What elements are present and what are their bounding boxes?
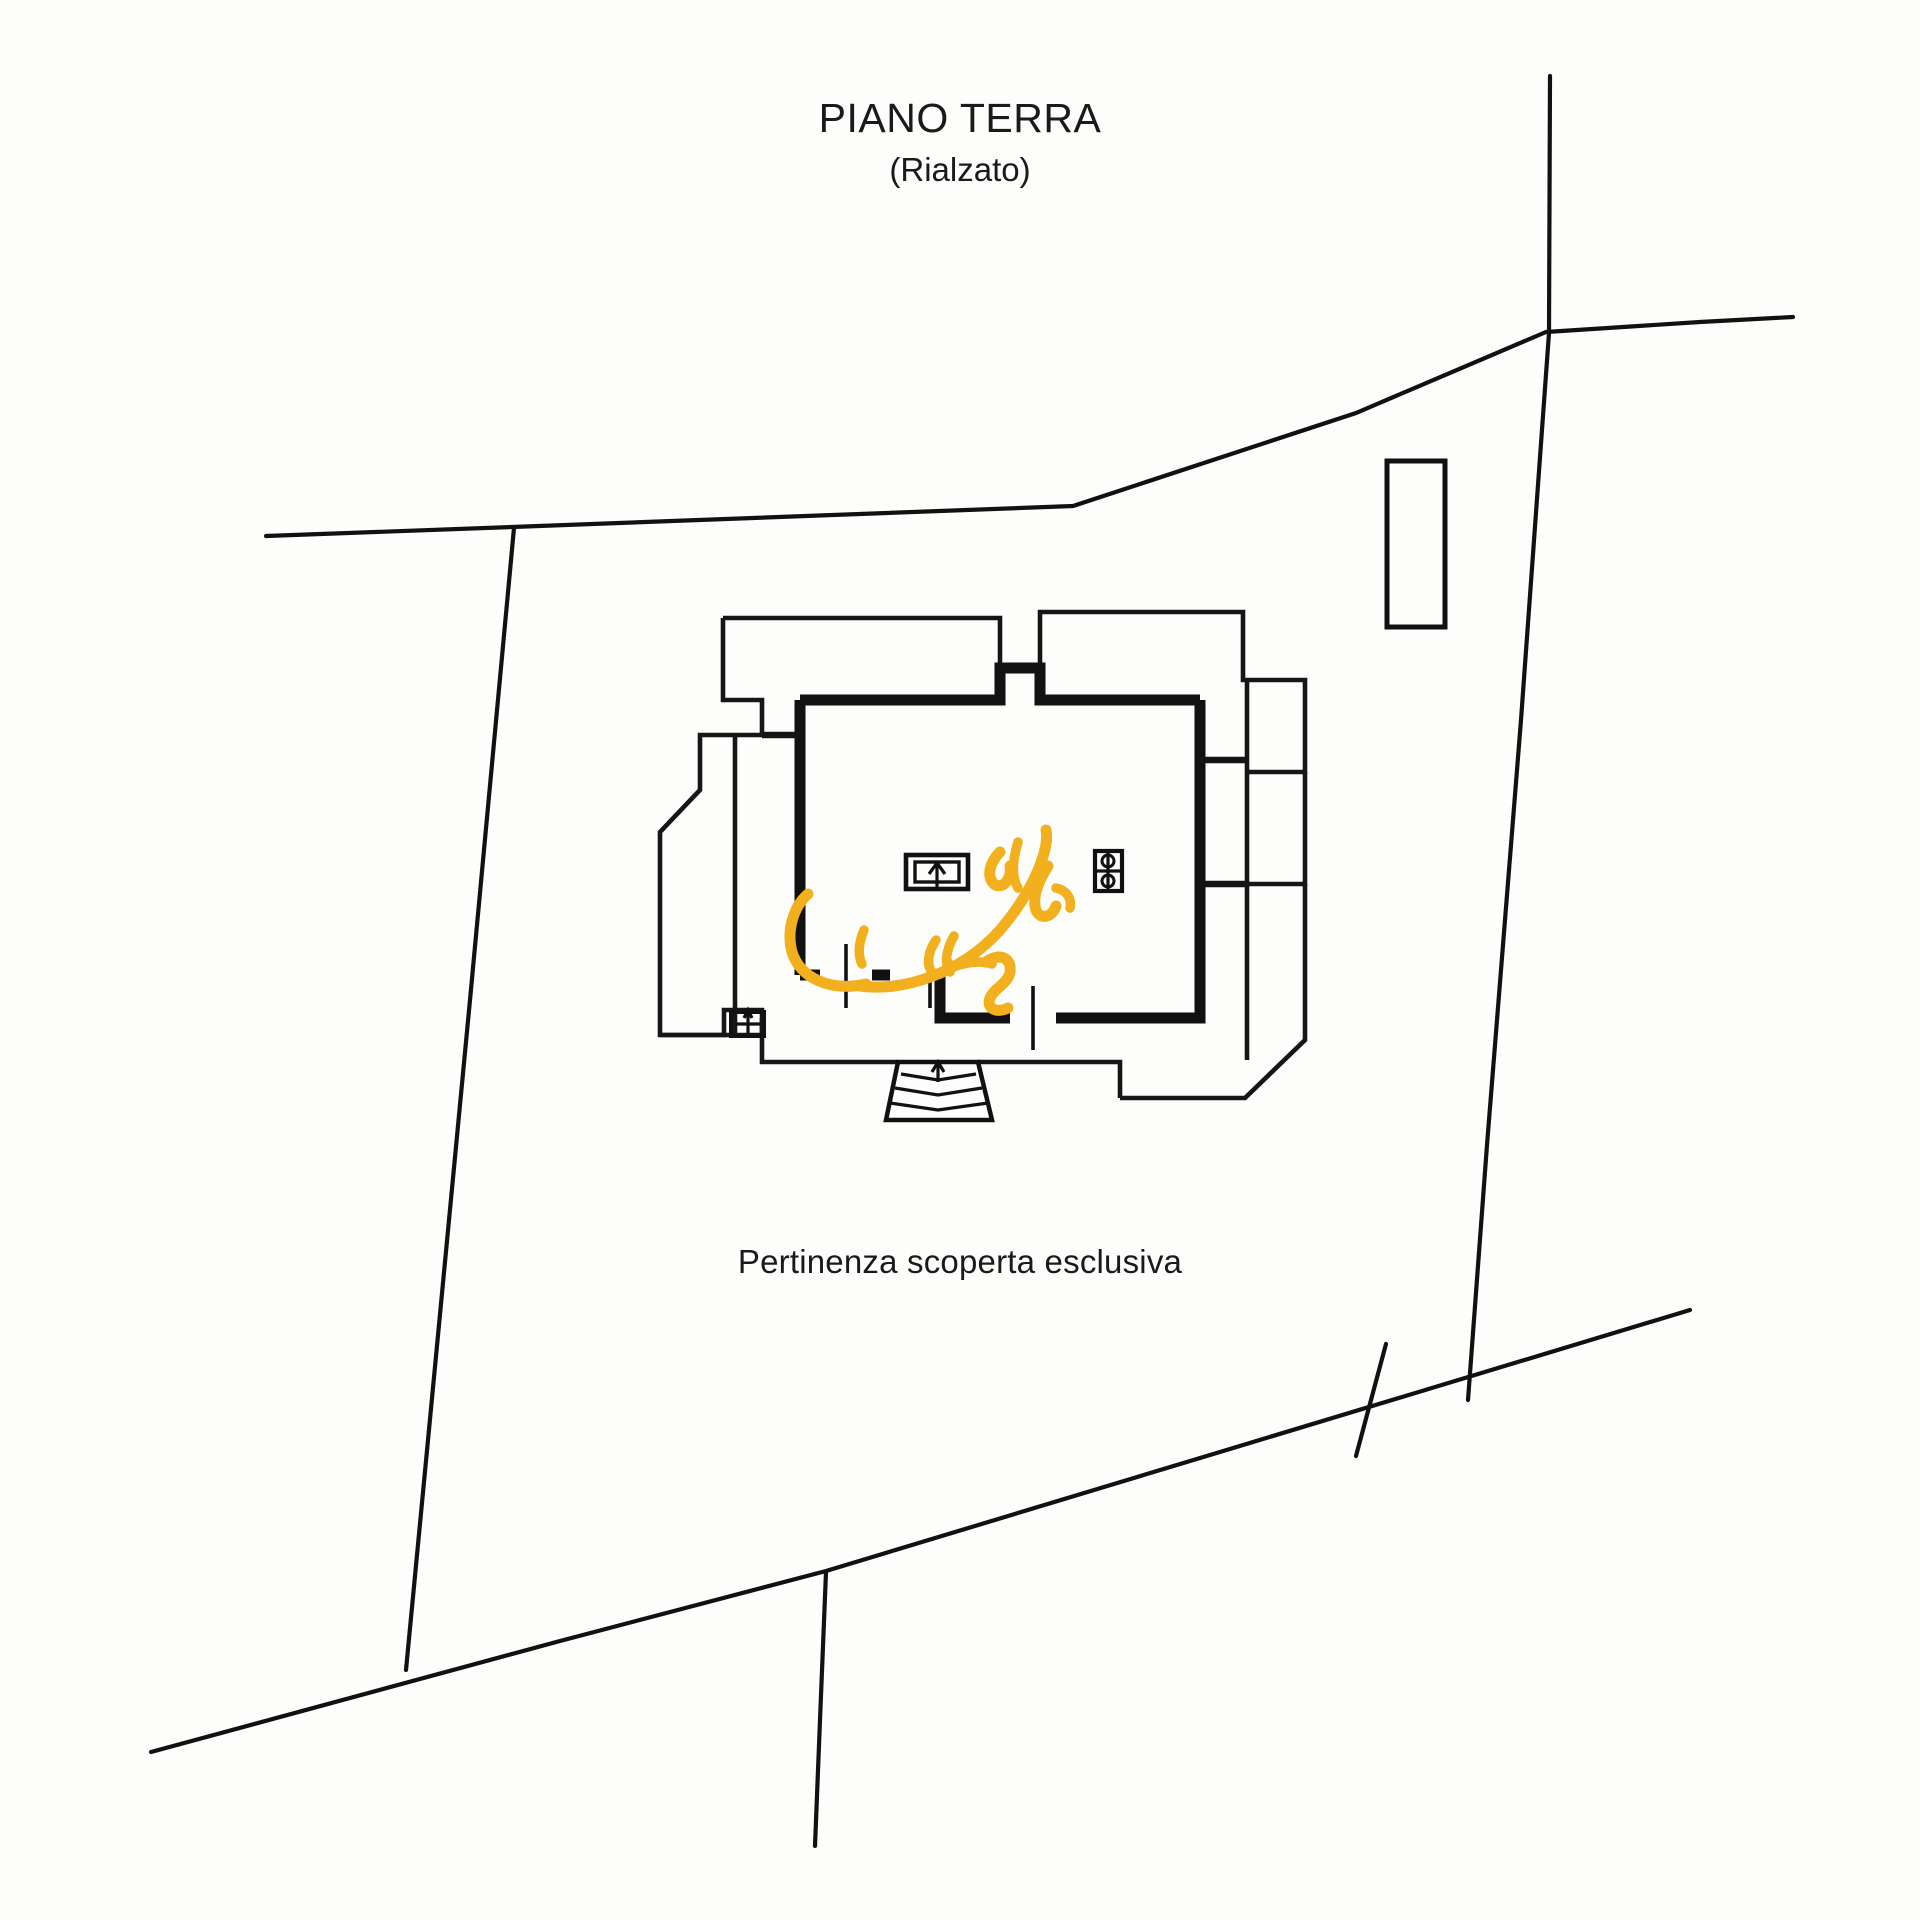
accessory-building xyxy=(1384,458,1448,630)
upper-terrace-left-step xyxy=(720,618,765,735)
front-apron-right xyxy=(978,1059,1123,1098)
boundary-north-road-edge-east xyxy=(1543,314,1796,335)
accessory-building-outline xyxy=(1384,458,1448,630)
upper-terrace-outline xyxy=(723,609,1308,735)
boundary-survey-tick xyxy=(1353,1341,1389,1459)
parcel-boundary-group xyxy=(148,73,1796,1849)
fireplace-symbol xyxy=(903,852,971,892)
marker-left-hook xyxy=(784,888,872,992)
yellow-marker-scribble xyxy=(784,824,1076,1016)
boundary-east-vertical-upper xyxy=(1546,73,1553,336)
side-steps-arrow xyxy=(742,1006,754,1019)
boundary-north-road-edge-west xyxy=(263,329,1549,539)
entrance-tread-3 xyxy=(889,1101,989,1112)
marker-upper-hook-2 xyxy=(1008,837,1023,893)
marker-left-tick xyxy=(854,925,869,969)
wall-south-right xyxy=(1008,1000,1206,1024)
boundary-south-spur xyxy=(812,1569,829,1849)
right-terrace-lower xyxy=(1120,884,1308,1101)
cooktop-symbol xyxy=(1092,848,1125,894)
marker-right-tail xyxy=(1051,883,1076,913)
marker-lower-loop xyxy=(980,951,1016,1016)
boundary-east-lower xyxy=(1465,330,1552,1403)
marker-right-hook xyxy=(1029,860,1062,922)
wall-north xyxy=(800,662,1200,706)
boundary-west xyxy=(403,525,517,1673)
marker-main-arc xyxy=(854,824,1053,993)
entrance-tread-2 xyxy=(894,1086,983,1097)
entrance-steps-outline xyxy=(883,1059,995,1123)
entrance-steps xyxy=(883,1058,995,1123)
side-steps xyxy=(729,1006,766,1038)
marker-upper-hook-1 xyxy=(984,846,1016,892)
wall-south-step xyxy=(934,975,1008,1024)
